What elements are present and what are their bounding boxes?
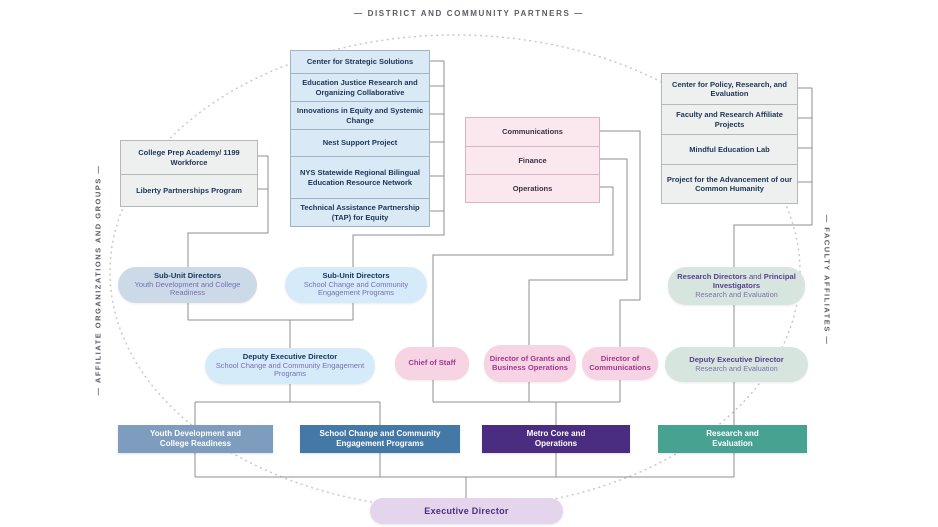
deputy-exec-director-school-pill: Deputy Executive Director School Change … (205, 348, 375, 384)
dept-metro-core: Metro Core and Operations (482, 425, 630, 453)
faculty-item: Faculty and Research Affiliate Projects (662, 104, 797, 134)
dept-school-change: School Change and Community Engagement P… (300, 425, 460, 453)
affiliate-organizations-label: — AFFILIATE ORGANIZATIONS AND GROUPS — (93, 164, 103, 396)
director-grants-pill: Director of Grants and Business Operatio… (484, 345, 576, 382)
pill-subtitle: Research and Evaluation (695, 363, 778, 373)
district-partner-stack: Center for Strategic Solutions Education… (290, 50, 430, 227)
subunit-directors-school-pill: Sub-Unit Directors School Change and Com… (285, 267, 427, 303)
affiliate-item: College Prep Academy/ 1199 Workforce (138, 148, 240, 167)
director-communications-pill: Director of Communications (582, 347, 658, 380)
research-directors-pill: Research Directors and Principal Investi… (668, 267, 805, 305)
district-partner-item: Technical Assistance Partnership (TAP) f… (291, 198, 429, 226)
pill-subtitle: School Change and Community Engagement P… (215, 360, 365, 379)
dept-label: Metro Core and Operations (526, 429, 586, 448)
operations-stack: Communications Finance Operations (465, 117, 600, 203)
pill-title: Executive Director (424, 506, 509, 516)
pill-title-part: Research Directors (677, 271, 747, 281)
district-partner-item: Nest Support Project (291, 129, 429, 156)
dept-label: School Change and Community Engagement P… (319, 429, 441, 448)
deputy-exec-director-research-pill: Deputy Executive Director Research and E… (665, 347, 808, 382)
pill-title: Research Directors and Principal Investi… (674, 271, 799, 291)
dept-label: Youth Development and College Readiness (150, 429, 241, 448)
connector-depts-exec (194, 453, 735, 498)
operations-item: Communications (502, 127, 563, 137)
subunit-directors-youth-pill: Sub-Unit Directors Youth Development and… (118, 267, 257, 303)
pill-title: Director of Grants and Business Operatio… (489, 353, 571, 372)
pill-subtitle: Youth Development and College Readiness (134, 279, 241, 298)
faculty-item: Center for Policy, Research, and Evaluat… (672, 79, 787, 98)
connector-deputy-depts (194, 384, 381, 425)
connector-directors-metro (432, 380, 621, 425)
district-community-partners-label: — DISTRICT AND COMMUNITY PARTNERS — (354, 9, 584, 18)
dept-label: Research and Evaluation (706, 429, 759, 448)
faculty-item: Mindful Education Lab (662, 134, 797, 164)
pill-subtitle: School Change and Community Engagement P… (303, 279, 409, 298)
district-partner-item: Center for Strategic Solutions (306, 57, 414, 67)
faculty-stack-right: Center for Policy, Research, and Evaluat… (661, 73, 798, 204)
district-partner-item: Education Justice Research and Organizin… (291, 73, 429, 101)
dept-youth-development: Youth Development and College Readiness (118, 425, 273, 453)
dept-research-evaluation: Research and Evaluation (658, 425, 807, 453)
affiliate-item: Liberty Partnerships Program (121, 174, 257, 206)
affiliate-stack-left: College Prep Academy/ 1199 Workforce Lib… (120, 140, 258, 207)
district-partner-item: NYS Statewide Regional Bilingual Educati… (291, 156, 429, 198)
pill-title-part: and (748, 271, 762, 281)
connector-subunits-deputy (187, 303, 354, 348)
executive-director-pill: Executive Director (370, 498, 563, 524)
operations-item: Finance (466, 146, 599, 174)
district-partner-item: Innovations in Equity and Systemic Chang… (291, 101, 429, 129)
pill-subtitle: Research and Evaluation (695, 289, 778, 299)
pill-title: Chief of Staff (408, 358, 456, 368)
faculty-item: Project for the Advancement of our Commo… (662, 164, 797, 203)
operations-item: Operations (466, 174, 599, 202)
faculty-affiliates-label: — FACULTY AFFILIATES — (822, 214, 832, 346)
chief-of-staff-pill: Chief of Staff (395, 347, 469, 380)
pill-title: Director of Communications (589, 353, 651, 372)
